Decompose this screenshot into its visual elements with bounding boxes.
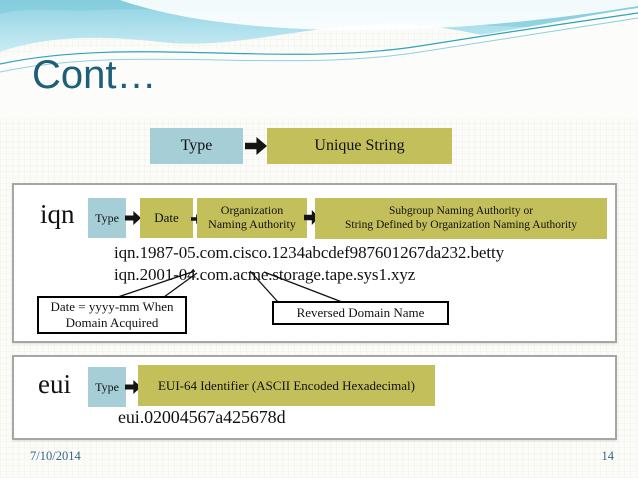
- eui-type-box: Type: [88, 367, 126, 407]
- reversed-domain-callout-label: Reversed Domain Name: [296, 305, 425, 321]
- arrow-right-icon: [191, 214, 201, 224]
- iqn-section-label: iqn: [40, 199, 75, 229]
- eui-type-label: Type: [95, 379, 119, 394]
- iqn-date-box: Date: [140, 198, 193, 238]
- eui-section: eui Type EUI-64 Identifier (ASCII Encode…: [12, 355, 617, 440]
- arrow-right-icon: [125, 211, 141, 225]
- date-callout-box: Date = yyyy-mm When Domain Acquired: [37, 296, 187, 334]
- arrow-right-icon: [245, 137, 267, 155]
- iqn-subgroup-label-line1: Subgroup Naming Authority or: [388, 205, 534, 218]
- iqn-section: iqn Type Date Organization Naming Author…: [12, 183, 617, 343]
- top-unique-string-label: Unique String: [314, 137, 405, 154]
- iqn-type-label: Type: [95, 210, 119, 225]
- top-unique-string-box: Unique String: [267, 128, 452, 164]
- iqn-org-label-line1: Organization: [220, 203, 284, 218]
- top-type-label: Type: [180, 137, 213, 154]
- eui-identifier-label: EUI-64 Identifier (ASCII Encoded Hexadec…: [157, 377, 415, 393]
- iqn-subgroup-box: Subgroup Naming Authority or String Defi…: [315, 198, 607, 239]
- footer-date: 7/10/2014: [30, 449, 81, 463]
- iqn-date-label: Date: [154, 210, 179, 225]
- eui-identifier-box: EUI-64 Identifier (ASCII Encoded Hexadec…: [138, 365, 435, 406]
- iqn-example-1: iqn.1987-05.com.cisco.1234abcdef98760126…: [114, 243, 504, 262]
- page-number: 14: [601, 449, 615, 463]
- eui-section-label: eui: [38, 369, 71, 399]
- eui-example: eui.02004567a425678d: [118, 407, 286, 427]
- top-type-box: Type: [150, 128, 243, 164]
- reversed-domain-callout-box: Reversed Domain Name: [272, 301, 449, 325]
- iqn-example-2: iqn.2001-04.com.acme.storage.tape.sys1.x…: [114, 265, 416, 284]
- iqn-subgroup-label-line2: String Defined by Organization Naming Au…: [345, 218, 577, 231]
- date-callout-line1: Date = yyyy-mm When: [50, 299, 174, 315]
- page-title: Cont…: [32, 53, 157, 97]
- iqn-type-box: Type: [88, 198, 126, 238]
- iqn-org-label-line2: Naming Authority: [208, 217, 296, 231]
- header-wave-decoration: [0, 0, 638, 118]
- date-callout-line2: Domain Acquired: [65, 315, 159, 330]
- iqn-org-box: Organization Naming Authority: [197, 198, 307, 238]
